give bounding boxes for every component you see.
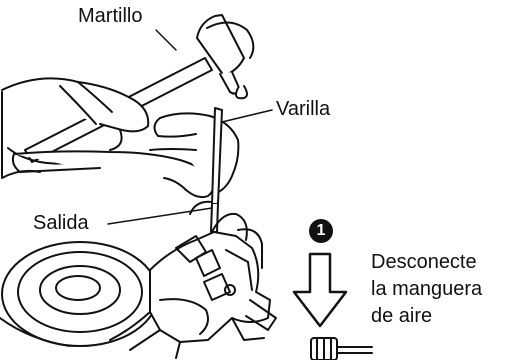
step-number-badge: 1 — [309, 219, 333, 243]
instruction-line: la manguera — [371, 276, 482, 303]
air-hose-connector-icon — [311, 338, 372, 360]
hammer-label: Martillo — [78, 4, 142, 28]
outlet-label: Salida — [33, 211, 89, 235]
step-instruction: Desconecte la manguera de aire — [371, 249, 482, 330]
instruction-line: Desconecte — [371, 249, 482, 276]
rod-label: Varilla — [276, 97, 330, 121]
down-arrow-icon — [294, 254, 346, 326]
instruction-line: de aire — [371, 303, 482, 330]
hands-icon — [2, 78, 238, 197]
